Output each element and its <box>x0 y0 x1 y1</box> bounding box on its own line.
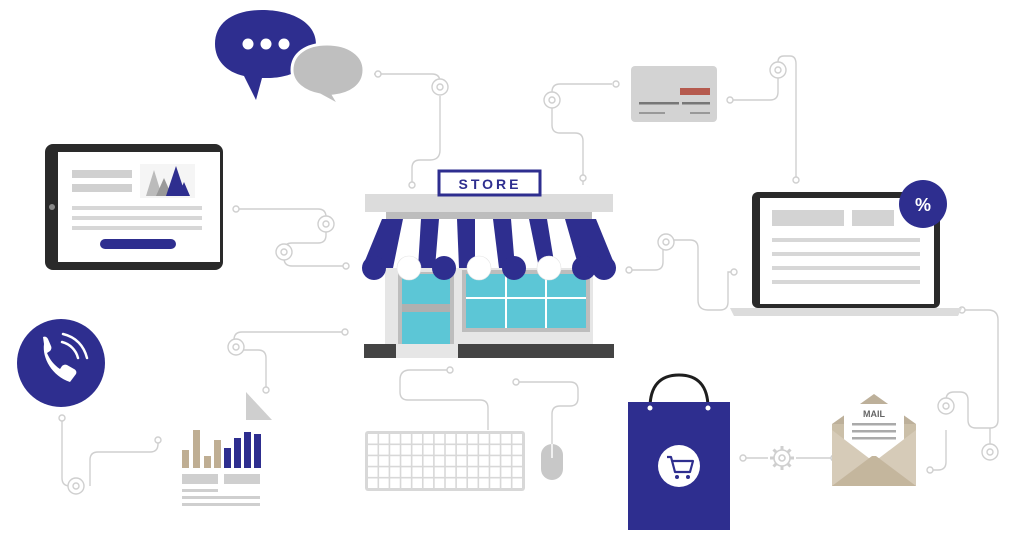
keyboard-key <box>434 467 445 477</box>
keyboard-key <box>390 478 400 488</box>
keyboard-key <box>423 467 434 477</box>
keyboard-key <box>490 434 500 444</box>
keyboard-key <box>423 456 434 466</box>
keyboard-key <box>456 467 467 477</box>
keyboard-key <box>423 434 434 444</box>
keyboard-key <box>434 445 445 455</box>
keyboard-key <box>445 467 456 477</box>
keyboard-key <box>445 445 456 455</box>
keyboard-key <box>434 434 445 444</box>
keyboard-key <box>445 456 456 466</box>
store-sign: STORE <box>437 169 542 197</box>
keyboard-key <box>445 478 456 488</box>
keyboard-key <box>512 456 522 466</box>
keyboard-key <box>501 456 511 466</box>
envelope-icon: MAIL <box>832 394 916 486</box>
laptop-icon <box>730 192 962 316</box>
keyboard-key <box>468 456 478 466</box>
percent-symbol: % <box>915 195 931 215</box>
keyboard-key <box>456 456 467 466</box>
keyboard-key <box>401 467 411 477</box>
keyboard-key <box>479 467 489 477</box>
keyboard-key <box>468 434 478 444</box>
keyboard-key <box>490 456 500 466</box>
keyboard-key <box>368 478 378 488</box>
keyboard-key <box>412 445 422 455</box>
keyboard-key <box>456 434 467 444</box>
keyboard-key <box>479 445 489 455</box>
keyboard-key <box>368 445 378 455</box>
keyboard-key <box>490 478 500 488</box>
mail-label: MAIL <box>863 409 885 419</box>
keyboard-key <box>379 478 389 488</box>
keyboard-key <box>390 445 400 455</box>
store-building <box>362 194 616 358</box>
mouse-icon <box>541 444 563 480</box>
keyboard-key <box>512 445 522 455</box>
keyboard-key <box>412 467 422 477</box>
keyboard-key <box>423 445 434 455</box>
keyboard-key <box>412 456 422 466</box>
keyboard-key <box>501 445 511 455</box>
report-document-icon <box>172 392 272 514</box>
keyboard-key <box>479 456 489 466</box>
keyboard-key <box>390 434 400 444</box>
keyboard-key <box>501 467 511 477</box>
keyboard-key <box>512 478 522 488</box>
keyboard-key <box>368 456 378 466</box>
keyboard-key <box>412 478 422 488</box>
percent-badge-icon: % <box>899 180 947 228</box>
keyboard-key <box>379 456 389 466</box>
keyboard-key <box>512 434 522 444</box>
keyboard-key <box>401 456 411 466</box>
keyboard-key <box>456 478 467 488</box>
keyboard-key <box>412 434 422 444</box>
keyboard-key <box>501 434 511 444</box>
keyboard-key <box>401 434 411 444</box>
connector-nodes <box>58 61 999 495</box>
keyboard-key <box>468 445 478 455</box>
cart-icon <box>658 445 700 487</box>
keyboard-key <box>445 434 456 444</box>
tablet-dashboard-icon <box>45 144 223 270</box>
keyboard-key <box>479 434 489 444</box>
keyboard-key <box>434 456 445 466</box>
keyboard-key <box>468 467 478 477</box>
keyboard-key <box>490 445 500 455</box>
keyboard-key <box>456 445 467 455</box>
phone-icon <box>17 319 105 407</box>
keyboard-key <box>401 478 411 488</box>
credit-card-icon <box>631 66 717 122</box>
keyboard-key <box>468 478 478 488</box>
keyboard-icon <box>365 431 525 491</box>
keyboard-key <box>479 478 489 488</box>
keyboard-key <box>368 434 378 444</box>
keyboard-key <box>379 445 389 455</box>
keyboard-key <box>379 434 389 444</box>
keyboard-key <box>512 467 522 477</box>
keyboard-key <box>423 478 434 488</box>
keyboard-key <box>490 467 500 477</box>
keyboard-key <box>401 445 411 455</box>
keyboard-key <box>390 467 400 477</box>
keyboard-key <box>501 478 511 488</box>
keyboard-key <box>368 467 378 477</box>
chat-bubbles-icon <box>215 10 366 110</box>
gear-icon <box>770 446 794 470</box>
keyboard-key <box>434 478 445 488</box>
store-sign-text: STORE <box>459 176 522 192</box>
keyboard-key <box>390 456 400 466</box>
keyboard-key <box>379 467 389 477</box>
